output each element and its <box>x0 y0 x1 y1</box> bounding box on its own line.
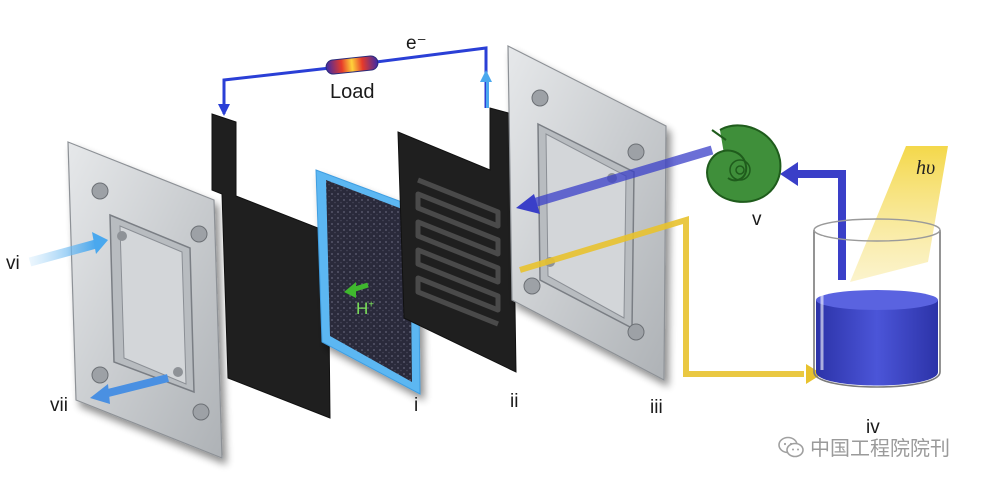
external-circuit <box>218 46 492 116</box>
load-label: Load <box>330 81 375 103</box>
label-v: v <box>752 209 762 230</box>
watermark: 中国工程院院刊 <box>778 432 950 461</box>
inlet-arrow <box>28 232 108 267</box>
electron-label: e⁻ <box>406 33 427 54</box>
label-vii: vii <box>50 395 68 416</box>
photon-label: hυ <box>916 157 936 179</box>
load-resistor <box>325 55 379 75</box>
label-i: i <box>414 395 419 416</box>
proton-exchange-membrane <box>315 169 421 395</box>
label-iii: iii <box>650 397 663 418</box>
wechat-icon <box>778 436 804 457</box>
beaker <box>813 218 941 388</box>
watermark-text: 中国工程院院刊 <box>810 436 950 460</box>
proton-charge: + <box>368 299 375 311</box>
outlet-arrow <box>90 374 169 404</box>
left-end-plate <box>67 141 223 459</box>
snail-shell <box>706 124 782 203</box>
label-iv: iv <box>866 417 880 438</box>
label-vi: vi <box>6 253 20 274</box>
anode-electrode <box>211 113 331 419</box>
label-ii: ii <box>510 391 519 412</box>
light-beam <box>850 146 948 282</box>
proton-label: H+ <box>356 300 374 317</box>
right-end-plate <box>507 45 667 381</box>
proton-symbol: H <box>356 299 369 318</box>
recycle-stream-arrow <box>516 145 846 280</box>
proton-flow-arrow <box>344 282 369 298</box>
